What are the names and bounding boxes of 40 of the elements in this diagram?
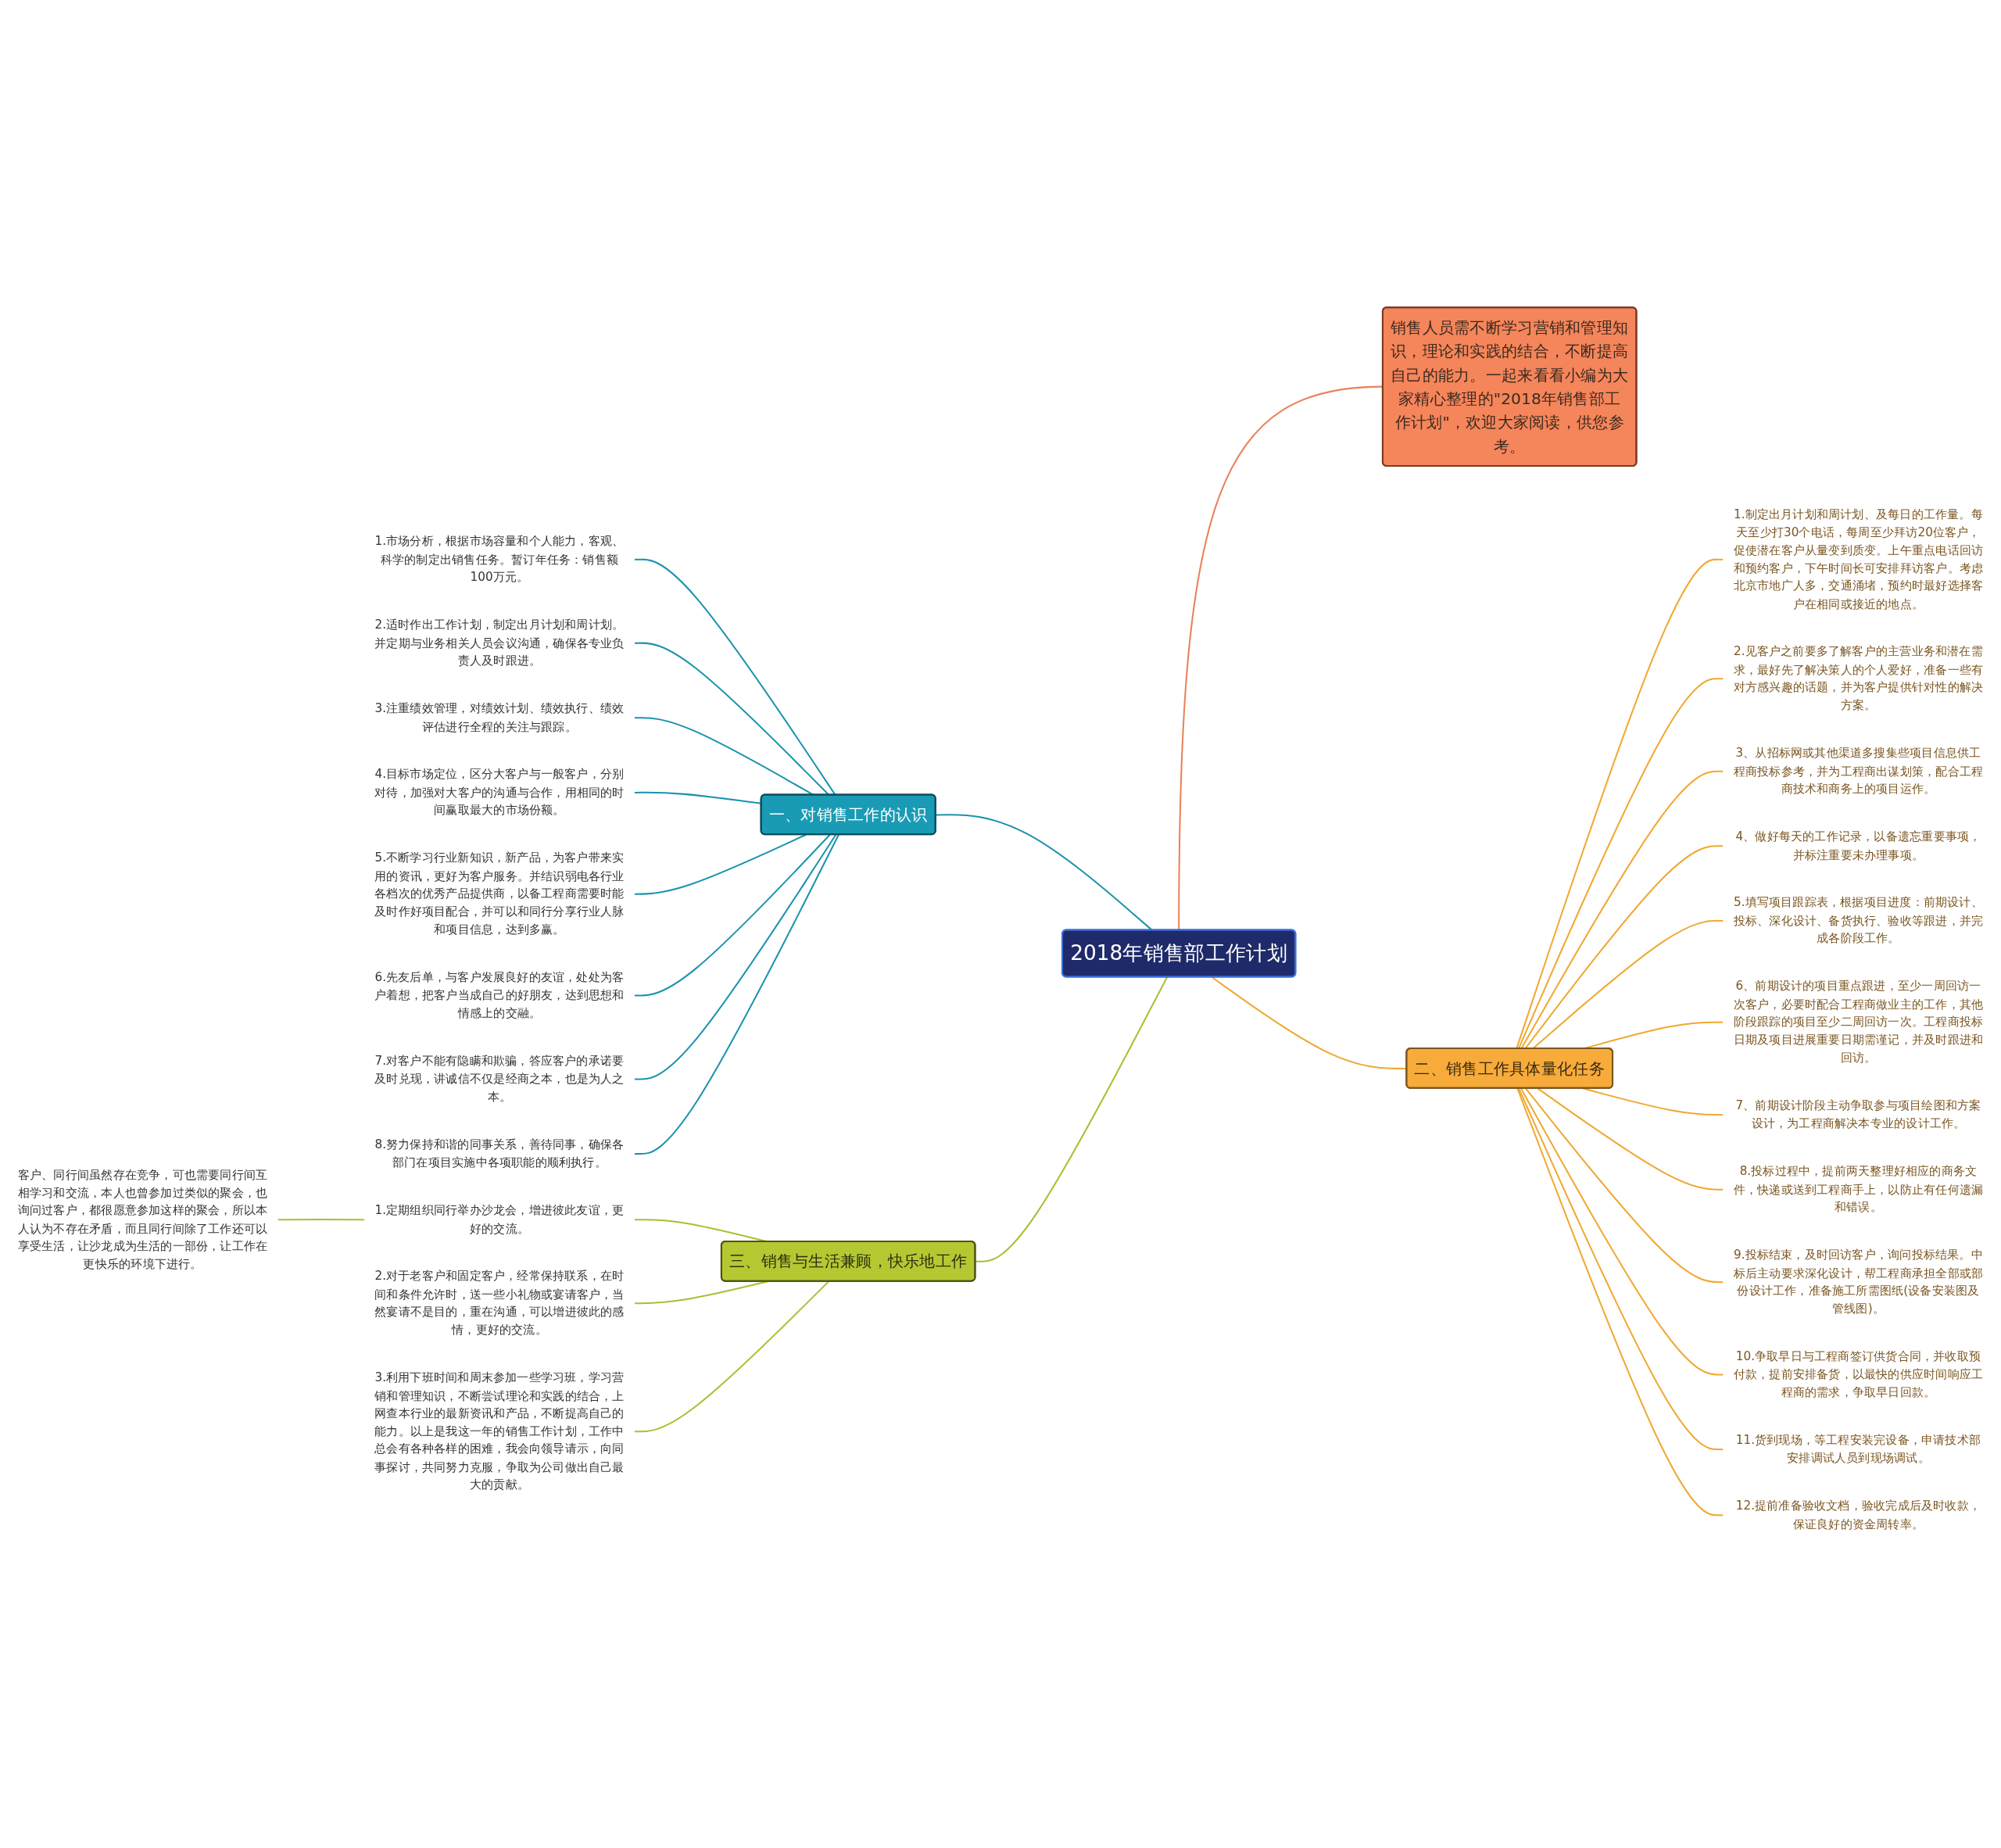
node-text: 客户、同行间虽然存在竞争，可也需要同行间互相学习和交流，本人也曾参加过类似的聚会，也询问过客户，都很愿意参加这样的聚会，所以本人认为不存在矛盾，而且同行间除了工作还可以享受生活，让沙龙成为生活的一部份，让工作在更快乐的环境下进行。: [17, 1167, 268, 1271]
node-text: 6、前期设计的项目重点跟进，至少一周回访一次客户，必要时配合工程商做业主的工作，其他阶段跟踪的项目至少二周回访一次。工程商投标日期及项目进展重要日期需谨记，并及时跟进和回访。: [1733, 979, 1984, 1065]
connector: [1525, 1087, 1724, 1284]
node-text: 2.对于老客户和固定客户，经常保持联系，在时间和条件允许时，送一些小礼物或宴请客户，当然宴请不是目的，重在沟通，可以增进彼此的感情，更好的交流。: [374, 1269, 625, 1337]
connector: [634, 558, 836, 796]
node-text: 3.利用下班时间和周末参加一些学习班，学习营销和管理知识，不断尝试理论和实践的结合，上网查本行业的最新资讯和产品，不断提高自己的能力。以上是我这一年的销售工作计划，工作中总会有各种各样的困难，我会向领导请示，向同事探讨，共同努力克服，争取为公司做出自己最大的贡献。: [374, 1370, 625, 1492]
connector: [975, 976, 1169, 1262]
node-text: 7.对客户不能有隐瞒和欺骗，答应客户的承诺要及时兑现，讲诚信不仅是经商之本，也是为人之本。: [374, 1053, 625, 1104]
node-text: 1.定期组织同行举办沙龙会，增进彼此友谊，更好的交流。: [374, 1203, 625, 1236]
connector: [634, 834, 839, 1155]
node-text: 9.投标结束，及时回访客户，询问投标结果。中标后主动要求深化设计，帮工程商承担全部或部份设计工作，准备施工所需图纸(设备安装图及管线图)。: [1733, 1248, 1984, 1316]
connector: [634, 834, 837, 1080]
connector: [1211, 976, 1407, 1069]
connector: [1517, 678, 1724, 1049]
node-text: 8.投标过程中，提前两天整理好相应的商务文件，快递或送到工程商手上，以防止有任何遗漏和错误。: [1733, 1164, 1984, 1214]
node-text: 2.见客户之前要多了解客户的主营业务和潜在需求，最好先了解决策人的个人爱好，准备一些有对方感兴趣的话题，并为客户提供针对性的解决方案。: [1733, 644, 1984, 712]
connector: [634, 791, 762, 804]
connector: [1518, 1087, 1724, 1451]
node-text: 3、从招标网或其他渠道多搜集些项目信息供工程商投标参考，并为工程商出谋划策，配合工程商技术和商务上的项目运作。: [1733, 746, 1984, 796]
connector: [1516, 1087, 1724, 1517]
node-text: 8.努力保持和谐的同事关系，善待同事，确保各部门在项目实施中各项职能的顺利执行。: [374, 1137, 625, 1169]
connector: [1178, 385, 1383, 930]
connector: [634, 834, 831, 997]
connector: [1516, 558, 1724, 1049]
connector: [1537, 1087, 1724, 1191]
node-text: 3.注重绩效管理，对绩效计划、绩效执行、绩效评估进行全程的关注与跟踪。: [374, 701, 625, 734]
node-text: 6.先友后单，与客户发展良好的友谊，处处为客户着想，把客户当成自己的好朋友，达到思想和情感上的交融。: [374, 969, 625, 1020]
node-text: 1.市场分析，根据市场容量和个人能力，客观、科学的制定出销售任务。暂订年任务：销售额100万元。: [374, 534, 625, 584]
node-text: 4、做好每天的工作记录，以备遗忘重要事项，并标注重要未办理事项。: [1735, 829, 1981, 862]
node-text: 1.制定出月计划和周计划、及每日的工作量。每天至少打30个电话，每周至少拜访20位客户，促使潜在客户从量变到质变。上午重点电话回访和预约客户，下午时间长可安排拜访客户。考虑北京市地广人多，交通涌堵，预约时最好选择客户在相同或接近的地点。: [1733, 507, 1984, 611]
node-text: 2.适时作出工作计划，制定出月计划和周计划。并定期与业务相关人员会议沟通，确保各专业负责人及时跟进。: [374, 618, 625, 668]
node-text: 7、前期设计阶段主动争取参与项目绘图和方案设计，为工程商解决本专业的设计工作。: [1735, 1098, 1981, 1130]
node-text: 12.提前准备验收文档，验收完成后及时收款，保证良好的资金周转率。: [1735, 1499, 1981, 1531]
node-text: 4.目标市场定位，区分大客户与一般客户，分别对待，加强对大客户的沟通与合作，用相同的时间赢取最大的市场份额。: [374, 767, 625, 818]
node-text: 5.填写项目跟踪表，根据项目进度：前期设计、投标、深化设计、备货执行、验收等跟进，并完成各阶段工作。: [1733, 895, 1984, 946]
node-text: 5.不断学习行业新知识，新产品，为客户带来实用的资讯，更好为客户服务。并结识弱电各行业各档次的优秀产品提供商，以备工程商需要时能及时作好项目配合，并可以和同行分享行业人脉和项目信息，达到多赢。: [374, 851, 625, 937]
node-text: 10.争取早日与工程商签订供货合同，并收取预付款，提前安排备货，以最快的供应时间响应工程商的需求，争取早日回款。: [1733, 1348, 1984, 1399]
node-text: 11.货到现场，等工程安装完设备，申请技术部安排调试人员到现场调试。: [1735, 1432, 1981, 1465]
connector: [1520, 1087, 1724, 1376]
connector: [634, 1280, 829, 1433]
